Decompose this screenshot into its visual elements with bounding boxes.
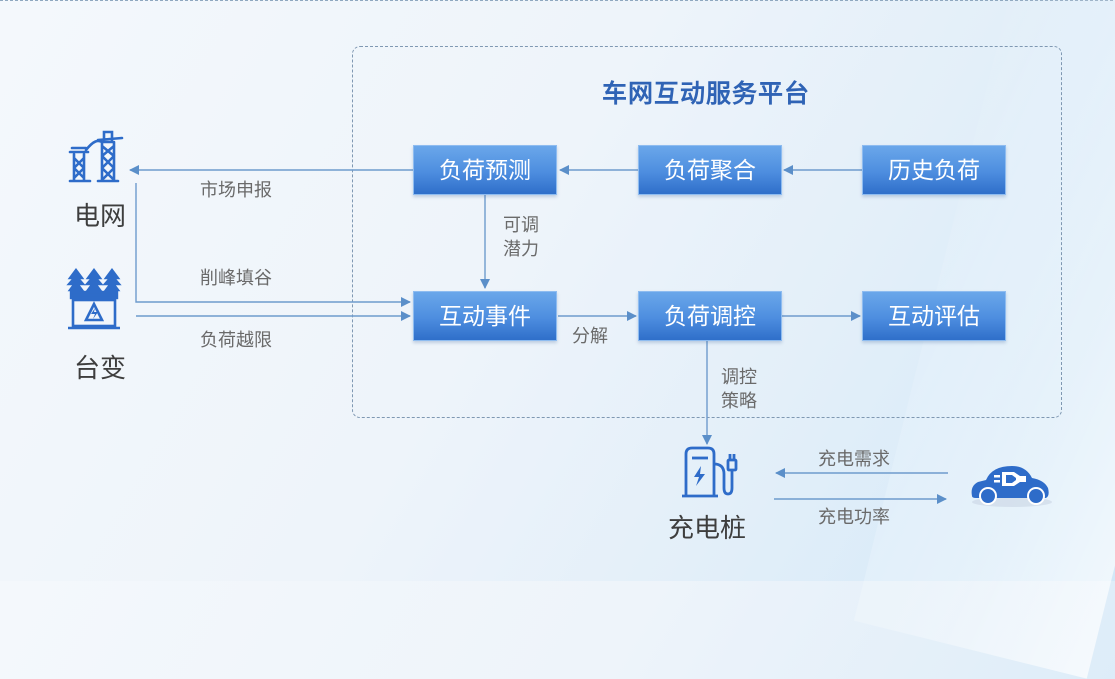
outer-dashed-border xyxy=(0,0,1113,2)
charging-station-icon xyxy=(682,446,738,498)
entity-label-transformer: 台变 xyxy=(73,354,126,384)
entity-label-charging-pile: 充电桩 xyxy=(667,514,746,544)
edge-label-load-overlimit: 负荷越限 xyxy=(200,330,272,351)
edge-label-decomposition: 分解 xyxy=(572,326,608,347)
entity-label-grid: 电网 xyxy=(73,202,126,232)
transformer-icon xyxy=(66,268,122,330)
edge-label-adjustable-potential: 可调潜力 xyxy=(503,215,539,260)
node-interaction-event: 互动事件 xyxy=(413,291,557,341)
edge-label-charging-demand: 充电需求 xyxy=(818,449,890,470)
electric-car-icon xyxy=(971,466,1052,507)
node-load-control: 负荷调控 xyxy=(638,291,782,341)
edge-label-market-bid: 市场申报 xyxy=(200,180,272,201)
node-historical-load: 历史负荷 xyxy=(862,145,1006,195)
node-load-aggregation: 负荷聚合 xyxy=(638,145,782,195)
edge-label-charging-power: 充电功率 xyxy=(818,507,890,528)
connector-lines xyxy=(129,165,948,504)
power-tower-icon xyxy=(68,130,124,183)
platform-title: 车网互动服务平台 xyxy=(601,79,810,108)
node-load-forecast: 负荷预测 xyxy=(413,145,557,195)
edge-label-control-strategy: 调控策略 xyxy=(721,367,757,412)
edge-label-peak-shaving: 削峰填谷 xyxy=(200,268,272,289)
node-interaction-evaluation: 互动评估 xyxy=(862,291,1006,341)
